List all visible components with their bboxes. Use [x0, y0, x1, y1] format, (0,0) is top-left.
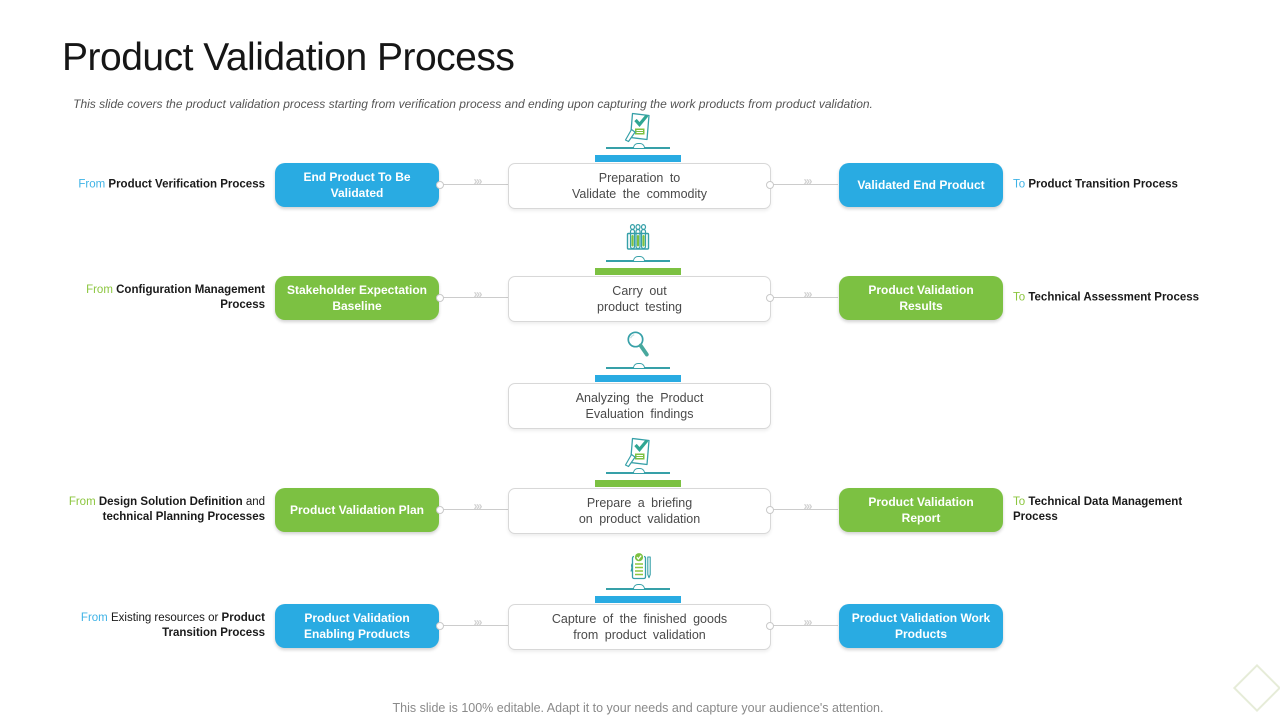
process-row-4: From Design Solution Definition and tech… [0, 437, 1280, 534]
connector-line: ››› [766, 288, 838, 302]
process-step-box[interactable]: Analyzing the Product Evaluation finding… [508, 383, 771, 429]
icon-base-line [606, 256, 670, 262]
step-text-line2: from product validation [573, 628, 706, 642]
test-tubes-icon [618, 222, 658, 258]
step-text-line1: Carry out [612, 283, 667, 298]
connector-line: ››› [766, 616, 838, 630]
process-row-1: From Product Verification Process End Pr… [0, 112, 1280, 209]
editable-note: This slide is 100% editable. Adapt it to… [392, 701, 884, 715]
step-text-line2: product testing [597, 300, 682, 314]
output-box[interactable]: Product Validation Work Products [839, 604, 1003, 648]
step-text-line1: Analyzing the Product [575, 390, 704, 405]
chevrons-icon: ››› [473, 615, 483, 629]
icon-base-line [606, 143, 670, 149]
step-text-line2: Validate the commodity [572, 187, 707, 201]
accent-bar [595, 480, 681, 487]
edit-document-check-icon [618, 109, 658, 145]
to-label: To Technical Data Management Process [1013, 495, 1183, 523]
process-step-box[interactable]: Carry out product testing [508, 276, 771, 322]
from-label: From Product Verification Process [78, 178, 265, 191]
chevrons-icon: ››› [473, 287, 483, 301]
chevrons-icon: ››› [473, 174, 483, 188]
accent-bar [595, 155, 681, 162]
process-step-box[interactable]: Capture of the finished goods from produ… [508, 604, 771, 650]
step-text-line2: Evaluation findings [585, 407, 694, 421]
connector-line: ››› [766, 175, 838, 189]
from-label: From Design Solution Definition and tech… [68, 495, 265, 523]
process-row-3: Analyzing the Product Evaluation finding… [0, 331, 1280, 429]
output-box[interactable]: Product Validation Report [839, 488, 1003, 532]
step-text-line1: Preparation to [598, 170, 681, 185]
chevrons-icon: ››› [803, 174, 813, 188]
step-text-line1: Capture of the finished goods [551, 611, 728, 626]
edit-document-check-icon [618, 434, 658, 470]
input-box[interactable]: Stakeholder Expectation Baseline [275, 276, 439, 320]
slide-subtitle: This slide covers the product validation… [73, 97, 873, 111]
from-label: From Configuration Management Process [86, 283, 265, 311]
to-label: To Technical Assessment Process [1013, 291, 1200, 304]
process-step-box[interactable]: Prepare a briefing on product validation [508, 488, 771, 534]
chevrons-icon: ››› [803, 499, 813, 513]
connector-line: ››› [436, 616, 508, 630]
to-label: To Product Transition Process [1013, 178, 1178, 191]
chevrons-icon: ››› [803, 615, 813, 629]
input-box[interactable]: Product Validation Enabling Products [275, 604, 439, 648]
accent-bar [595, 268, 681, 275]
from-label: From Existing resources or Product Trans… [80, 611, 265, 639]
icon-base-line [606, 468, 670, 474]
accent-bar [595, 596, 681, 603]
connector-line: ››› [766, 500, 838, 514]
connector-line: ››› [436, 500, 508, 514]
input-box[interactable]: End Product To Be Validated [275, 163, 439, 207]
icon-base-line [606, 584, 670, 590]
connector-line: ››› [436, 288, 508, 302]
step-text-line1: Prepare a briefing [586, 495, 693, 510]
step-text-line2: on product validation [578, 512, 701, 526]
icon-base-line [606, 363, 670, 369]
process-step-box[interactable]: Preparation to Validate the commodity [508, 163, 771, 209]
document-approval-icon [618, 550, 658, 586]
page-title: Product Validation Process [62, 36, 515, 79]
chevrons-icon: ››› [803, 287, 813, 301]
input-box[interactable]: Product Validation Plan [275, 488, 439, 532]
connector-line: ››› [436, 175, 508, 189]
chevrons-icon: ››› [473, 499, 483, 513]
process-row-5: From Existing resources or Product Trans… [0, 552, 1280, 650]
output-box[interactable]: Product Validation Results [839, 276, 1003, 320]
output-box[interactable]: Validated End Product [839, 163, 1003, 207]
magnifier-icon [618, 329, 658, 365]
process-row-2: From Configuration Management Process St… [0, 223, 1280, 322]
accent-bar [595, 375, 681, 382]
